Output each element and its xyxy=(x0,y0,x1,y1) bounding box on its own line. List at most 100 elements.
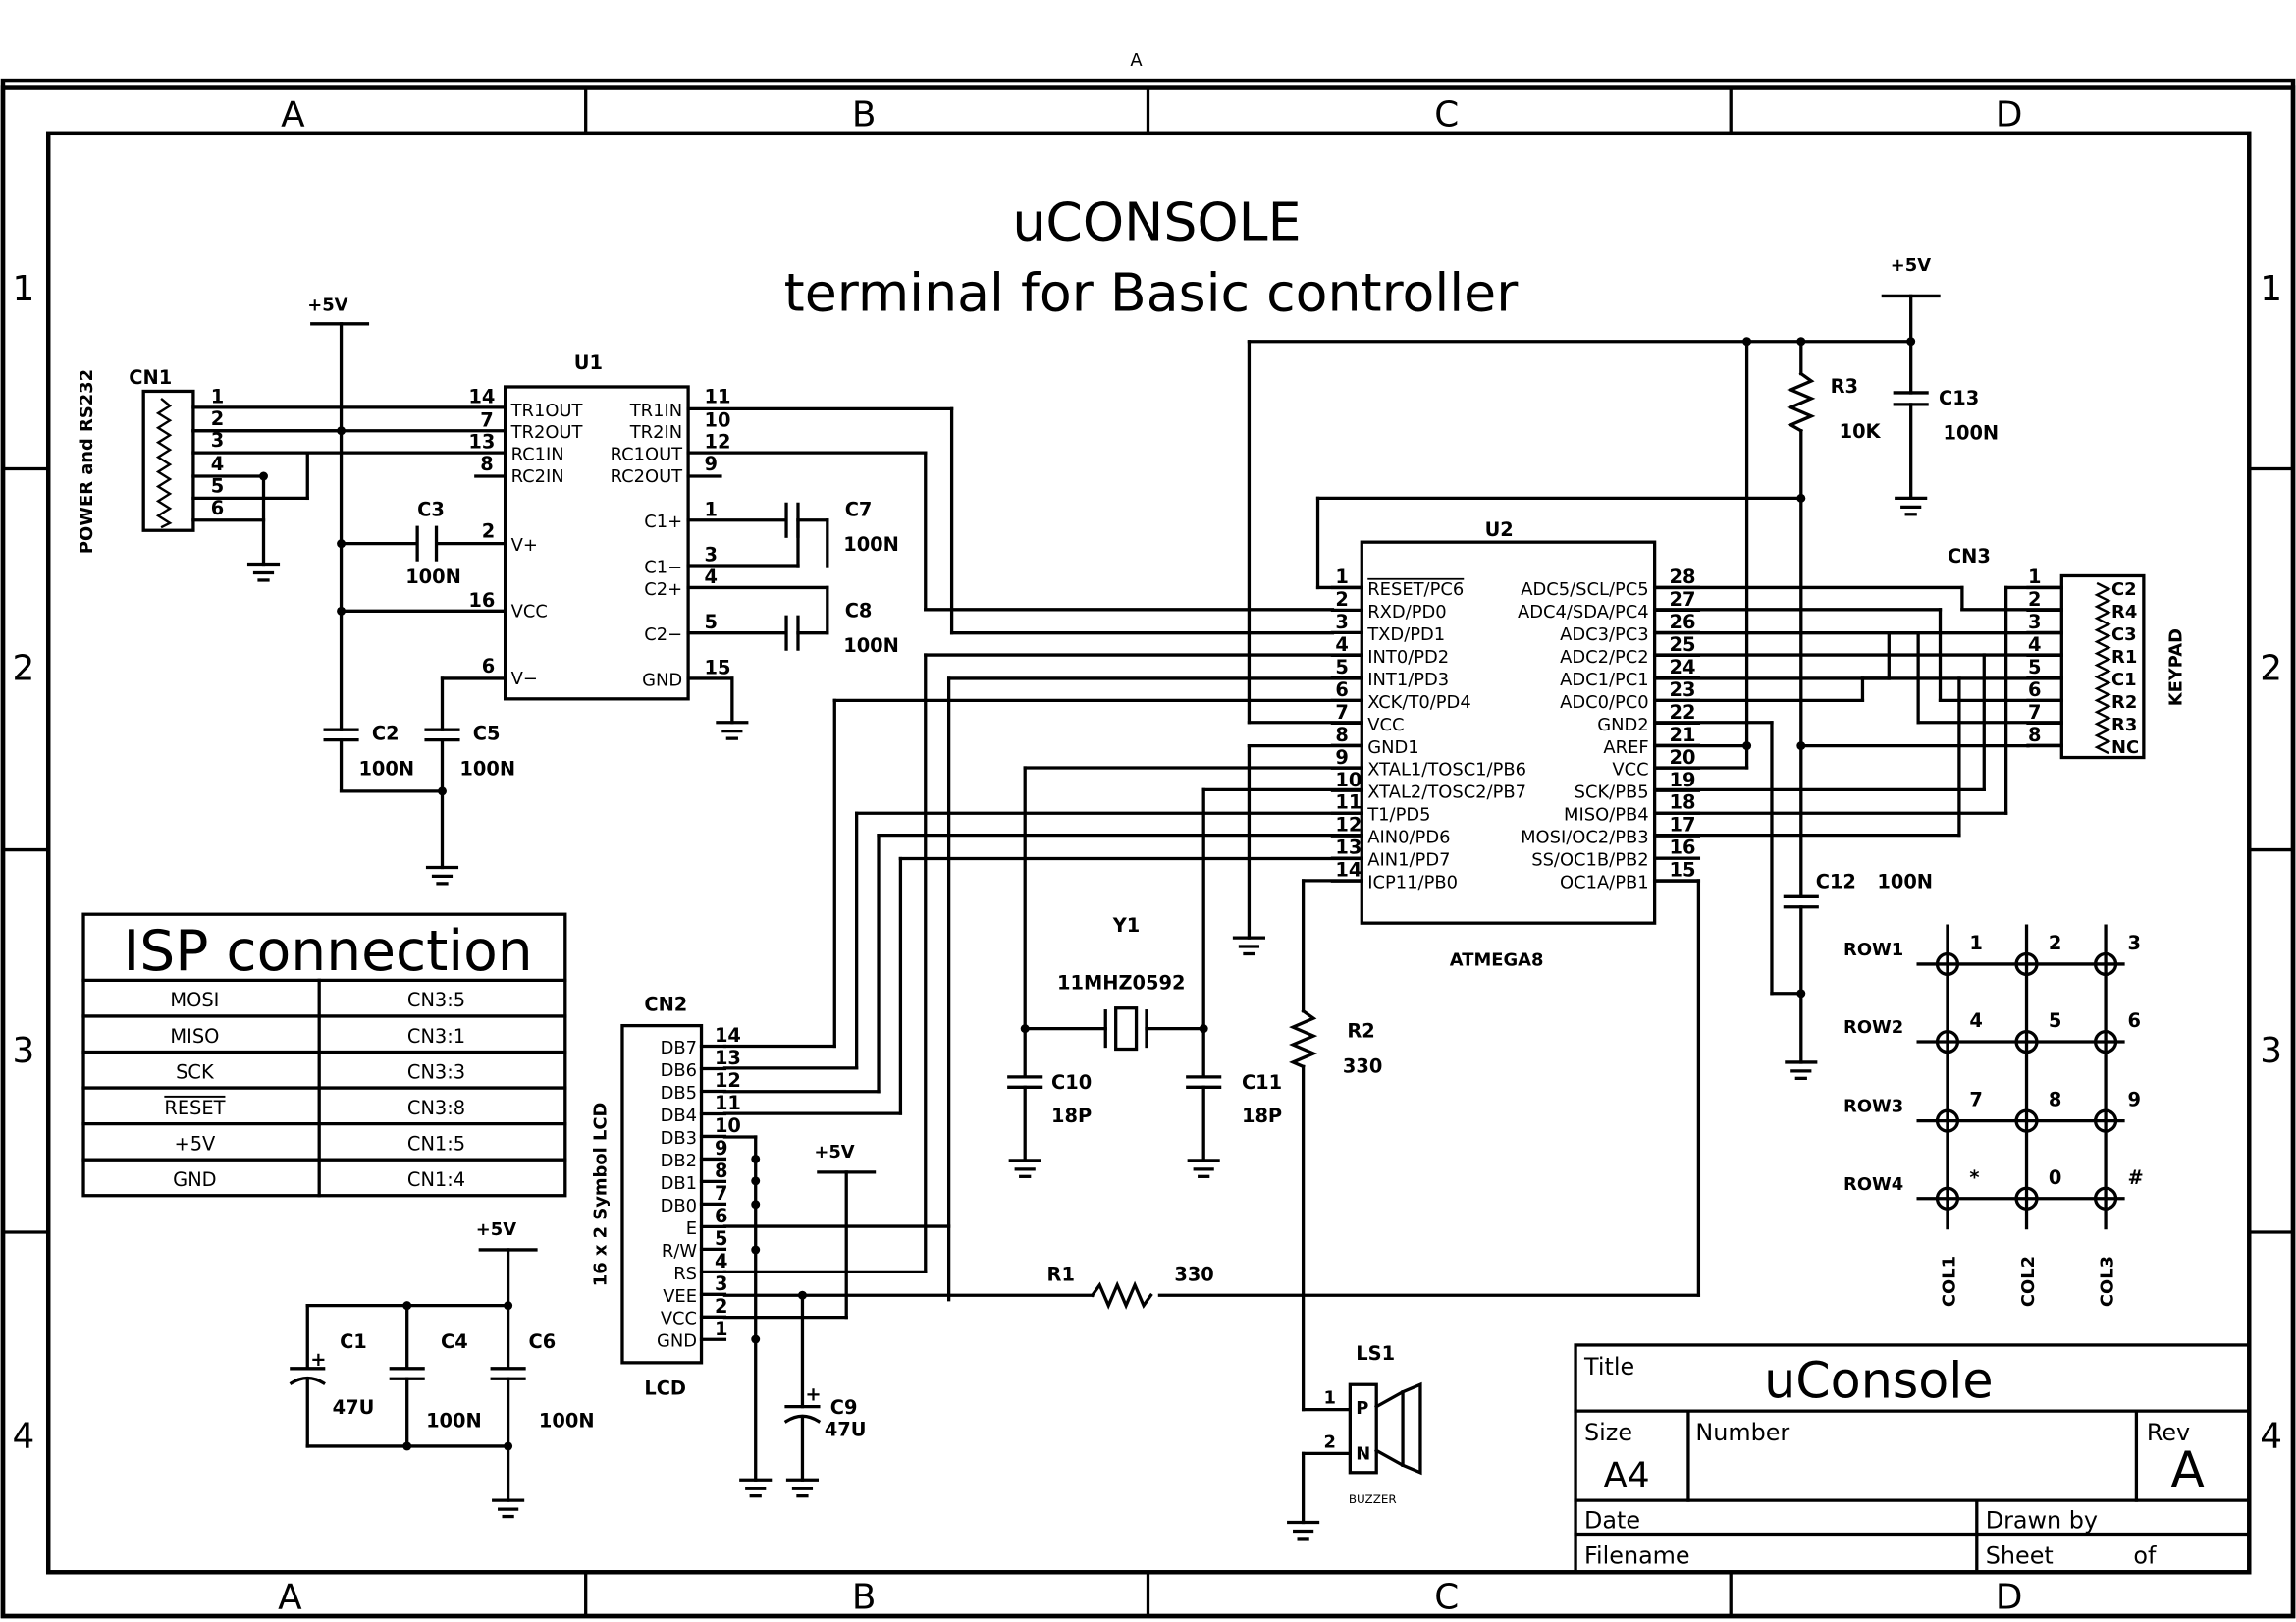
c9-ref: C9 xyxy=(830,1396,858,1419)
ls1-part: BUZZER xyxy=(1349,1492,1397,1506)
keypad-key xyxy=(2093,1186,2118,1211)
title-block-title-label: Title xyxy=(1583,1353,1634,1380)
u1-ref: U1 xyxy=(574,351,603,374)
power-label: +5V xyxy=(1891,255,1931,276)
u1-pin-num-l2: 13 xyxy=(468,431,495,454)
crystal-network: Y1 11MHZ0592 C10 18P C11 18P xyxy=(1007,914,1282,1178)
u2-pin-name: ADC2/PC2 xyxy=(1560,647,1649,668)
keypad-key-label: 1 xyxy=(1969,932,1982,954)
u2-pin-num: 11 xyxy=(1335,791,1362,814)
title-block-rev-value: A xyxy=(2170,1441,2205,1499)
u2-pin-name: ADC3/PC3 xyxy=(1560,624,1649,645)
isp-pin: CN3:1 xyxy=(407,1025,465,1048)
cn3-pin-num: 6 xyxy=(2028,678,2041,701)
r2-value: 330 xyxy=(1343,1054,1382,1077)
keypad-key-label: 6 xyxy=(2127,1009,2140,1032)
keypad-key xyxy=(1935,1186,1960,1211)
u2-pin-num: 16 xyxy=(1670,837,1696,859)
cn3-pin-num: 3 xyxy=(2028,611,2041,633)
ground-symbol xyxy=(785,1478,820,1498)
u2-pin-name: RESET/PC6 xyxy=(1367,579,1464,600)
u2-pin-name: GND2 xyxy=(1597,715,1648,735)
y1-value: 11MHZ0592 xyxy=(1057,971,1185,994)
u1-pin-num-l4: 2 xyxy=(482,520,495,543)
u1-pin-name-r2: RC1OUT xyxy=(611,445,683,465)
isp-pin: CN1:4 xyxy=(407,1168,465,1191)
ground-symbol xyxy=(492,1498,525,1519)
u2-pin-name: ADC0/PC0 xyxy=(1560,692,1649,713)
u1-pin-name-l4: V+ xyxy=(511,535,538,556)
title-block-filename-label: Filename xyxy=(1584,1541,1690,1569)
u1-pin-num-l5: 16 xyxy=(468,589,495,612)
power-5v-u1: +5V C3 100N C2 100N C5 100N xyxy=(307,295,515,886)
title-block-number-label: Number xyxy=(1695,1419,1789,1446)
c13-value: 100N xyxy=(1943,422,1999,445)
row-label-1-right: 1 xyxy=(2260,269,2282,309)
u2-pin-num: 27 xyxy=(1670,588,1696,611)
u2-pin-num: 25 xyxy=(1670,633,1696,656)
col-label-a-bottom: A xyxy=(278,1578,302,1618)
ls1-ref: LS1 xyxy=(1356,1342,1395,1365)
keypad-col-label: COL3 xyxy=(2098,1256,2118,1307)
title-block-size-label: Size xyxy=(1584,1419,1632,1446)
c4-ref: C4 xyxy=(441,1330,468,1353)
c6-ref: C6 xyxy=(529,1330,557,1353)
keypad-key-label: 9 xyxy=(2127,1089,2140,1111)
cn2-pin-name: GND xyxy=(657,1331,697,1352)
c9-polarity-plus: + xyxy=(805,1383,821,1406)
cn3-pin-name: NC xyxy=(2111,737,2139,758)
u1-pin-num-r2: 12 xyxy=(705,431,731,454)
cn2-pin-name: DB5 xyxy=(661,1083,697,1104)
u2-pin-num: 4 xyxy=(1335,633,1348,656)
u1-pin-name-r6: C2+ xyxy=(644,579,682,600)
u2-pin-num: 20 xyxy=(1670,746,1696,769)
c2-value: 100N xyxy=(358,757,414,780)
c13-ref: C13 xyxy=(1939,387,1979,409)
ground-symbol xyxy=(1008,1159,1041,1178)
u1-chip: U1 14 TR1OUT 7 TR2OUT 13 RC1IN 8 RC2IN 2… xyxy=(468,351,1335,740)
u2-pin-name: XTAL2/TOSC2/PB7 xyxy=(1367,783,1526,803)
keypad-key xyxy=(2093,951,2118,977)
u1-pin-num-r7: 5 xyxy=(705,611,718,633)
isp-signal: MOSI xyxy=(170,989,219,1011)
u2-pin-name: INT1/PD3 xyxy=(1367,670,1449,690)
u2-pin-num: 22 xyxy=(1670,701,1696,724)
c10-value: 18P xyxy=(1051,1105,1092,1127)
c10-ref: C10 xyxy=(1051,1071,1092,1094)
u1-pin-num-r1: 10 xyxy=(705,408,731,431)
ground-symbol xyxy=(246,562,281,582)
cn2-lcd-connector: CN2 16 x 2 Symbol LCD LCD xyxy=(591,994,704,1400)
cn2-pin-num: 14 xyxy=(715,1024,741,1047)
u1-pin-name-l5: VCC xyxy=(511,601,548,622)
cn2-pin-num: 13 xyxy=(715,1047,741,1069)
u2-pin-num: 6 xyxy=(1335,678,1348,701)
u2-pin-num: 26 xyxy=(1670,611,1696,633)
title-block: Title uConsole Size A4 Number Rev A Date… xyxy=(1574,1343,2251,1574)
cn3-pin-num: 2 xyxy=(2028,588,2041,611)
cn2-bottom-label: LCD xyxy=(644,1378,686,1400)
keypad-key-label: 3 xyxy=(2127,932,2140,954)
r1-value: 330 xyxy=(1174,1263,1213,1285)
c4-value: 100N xyxy=(426,1410,482,1433)
r3-ref: R3 xyxy=(1831,375,1858,398)
u1-pin-num-r6: 4 xyxy=(705,566,718,588)
u2-pin-num: 5 xyxy=(1335,656,1348,678)
u2-pin-name: MISO/PB4 xyxy=(1564,805,1649,826)
power-label: +5V xyxy=(476,1219,516,1240)
c12-ref: C12 xyxy=(1816,870,1856,892)
power-label: +5V xyxy=(307,295,347,315)
c3-ref: C3 xyxy=(417,498,445,520)
cn2-pin-name: DB3 xyxy=(661,1128,697,1149)
ls1-pin-n: N xyxy=(1356,1443,1370,1464)
cn1-pin-6: 6 xyxy=(211,497,224,519)
keypad-key xyxy=(2014,1029,2039,1054)
cn2-pin-name: DB7 xyxy=(661,1038,697,1058)
ls1-pin-1: 1 xyxy=(1324,1388,1336,1409)
u2-pin-name: ADC5/SCL/PC5 xyxy=(1521,579,1648,600)
col-label-b-top: B xyxy=(852,94,877,135)
cn1-pin-4: 4 xyxy=(211,453,224,475)
cn2-pin-num: 11 xyxy=(715,1092,741,1114)
cn2-pin-name: E xyxy=(686,1218,697,1239)
